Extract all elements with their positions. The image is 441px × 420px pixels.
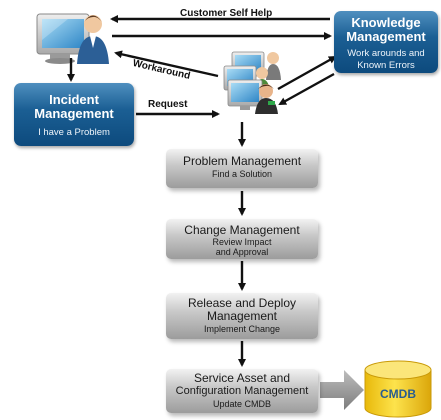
- release-deploy-title-line2: Management: [206, 309, 278, 323]
- release-deploy-box: Release and Deploy Management Implement …: [166, 293, 318, 339]
- change-management-sub-line1: Review Impact: [212, 237, 272, 247]
- knowledge-title-line2: Management: [346, 29, 426, 44]
- incident-title-line2: Management: [34, 106, 114, 121]
- label-request: Request: [148, 99, 188, 110]
- arrow-to-cmdb: [320, 370, 364, 410]
- change-management-box: Change Management Review Impact and Appr…: [166, 219, 318, 259]
- knowledge-sub-line1: Work arounds and: [347, 48, 425, 59]
- arrow-workaround: [114, 50, 219, 78]
- knowledge-management-box: Knowledge Management Work arounds and Kn…: [334, 11, 438, 73]
- arrow-group-to-knowledge: [277, 55, 337, 91]
- service-asset-sub: Update CMDB: [212, 399, 272, 409]
- cmdb-label: CMDB: [380, 387, 416, 401]
- service-asset-title-line1: Service Asset and: [193, 371, 291, 385]
- service-asset-box: Service Asset and Configuration Manageme…: [166, 369, 318, 413]
- incident-management-box: Incident Management I have a Problem: [14, 83, 134, 146]
- change-management-sub-line2: and Approval: [215, 247, 269, 257]
- service-asset-title-line2: Configuration Management: [175, 385, 309, 397]
- arrow-knowledge-to-group: [278, 72, 335, 106]
- problem-management-sub: Find a Solution: [211, 169, 273, 179]
- cmdb-database-icon: [364, 360, 432, 418]
- knowledge-title-line1: Knowledge: [351, 15, 421, 30]
- incident-title-line1: Incident: [49, 92, 99, 107]
- problem-management-box: Problem Management Find a Solution: [166, 149, 318, 188]
- change-management-title: Change Management: [184, 223, 300, 237]
- knowledge-sub-line2: Known Errors: [357, 60, 415, 71]
- user-computer-icon: [36, 13, 109, 64]
- release-deploy-title-line1: Release and Deploy: [187, 296, 297, 310]
- user-group-icon: [223, 51, 281, 114]
- release-deploy-sub: Implement Change: [203, 324, 281, 334]
- problem-management-title: Problem Management: [182, 154, 302, 168]
- label-customer-self-help: Customer Self Help: [180, 8, 273, 19]
- incident-sub: I have a Problem: [38, 127, 110, 138]
